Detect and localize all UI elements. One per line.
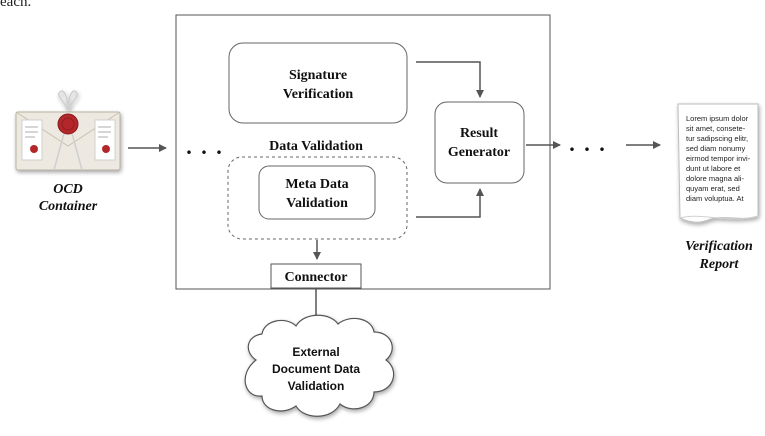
report-text-line: sit amet, consete- <box>686 124 746 133</box>
external-validation-line2: Document Data <box>272 362 360 376</box>
result-generator-box <box>434 101 525 184</box>
data-validation-title: Data Validation <box>269 139 363 154</box>
external-validation-line3: Validation <box>288 379 345 393</box>
ellipsis-right: . . . <box>569 131 607 156</box>
external-validation-cloud <box>244 314 395 417</box>
meta-data-validation-line2: Validation <box>286 196 348 211</box>
ocd-container-icon <box>15 90 121 171</box>
verification-report-label-line1: Verification <box>685 239 753 254</box>
signature-verification-line1: Signature <box>289 68 347 83</box>
signature-verification-line2: Verification <box>283 87 353 102</box>
report-page-text: Lorem ipsum dolor sit amet, consete- tur… <box>686 114 751 203</box>
ocd-container-label-line1: OCD <box>53 182 83 197</box>
connector-box <box>270 263 362 289</box>
signature-to-result-arrow <box>416 61 484 98</box>
top-fragment-text: each. <box>0 0 31 10</box>
signature-verification-box <box>228 42 408 124</box>
report-text-line: dolore magna ali- <box>686 174 744 183</box>
report-text-line: Lorem ipsum dolor <box>686 114 749 123</box>
report-text-line: eirmod tempor invi- <box>686 154 751 163</box>
report-text-line: diam voluptua. At <box>686 194 744 203</box>
result-generator-line1: Result <box>460 126 498 141</box>
ocd-container-label-line2: Container <box>39 199 98 214</box>
data-validation-to-result-arrow <box>416 188 484 218</box>
report-text-line: sed diam nonumy <box>686 144 745 153</box>
report-text-line: tur sadipscing elitr, <box>686 134 748 143</box>
external-validation-line1: External <box>292 345 339 359</box>
verification-report-label-line2: Report <box>699 257 740 272</box>
ellipsis-left: . . . <box>186 134 224 159</box>
data-validation-group <box>227 156 408 240</box>
meta-data-validation-box <box>258 165 376 220</box>
verification-report-document-icon <box>677 103 759 223</box>
meta-data-validation-line1: Meta Data <box>285 177 348 192</box>
report-text-line: quyam erat, sed <box>686 184 740 193</box>
result-generator-line2: Generator <box>448 145 510 160</box>
report-text-line: dunt ut labore et <box>686 164 741 173</box>
connector-label: Connector <box>285 270 348 285</box>
